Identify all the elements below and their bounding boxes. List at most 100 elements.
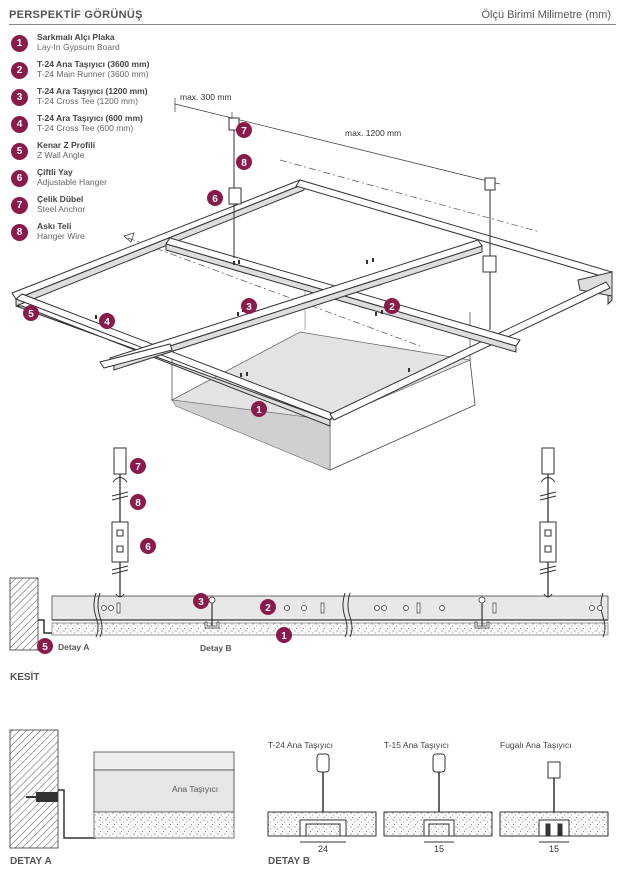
callout: 1 [276,627,292,643]
callout: 8 [130,494,146,510]
svg-text:1: 1 [281,631,287,642]
runner-rail [329,281,611,421]
svg-text:2: 2 [389,302,395,313]
svg-text:5: 5 [28,309,34,320]
unit-label: Ölçü Birimi Milimetre (mm) [481,9,611,21]
callout-badge: 7 [11,197,28,214]
callout-badge: 2 [11,62,28,79]
callout: 5 [23,305,39,321]
steel-anchor [541,447,555,475]
legend-en: T-24 Cross Tee (1200 mm) [37,96,138,106]
board-detail [93,811,235,839]
callout-badge: 5 [11,143,28,160]
wall-angle [38,619,56,634]
svg-text:7: 7 [135,462,141,473]
callout: 1 [251,401,267,417]
runner-rail [11,179,305,300]
svg-text:3: 3 [246,302,252,313]
detail-a-view: Ana Taşıyıcı DETAY A [9,729,235,867]
callout: 5 [37,638,53,654]
legend-tr: T-24 Ana Taşıyıcı (3600 mm) [37,59,150,69]
runner-rail [15,183,305,307]
callout-badge: 1 [11,35,28,52]
detail-b-view: T-24 Ana Taşıyıcı T-15 Ana Taşıyıcı Fuga… [267,740,609,867]
profile-width: 15 [434,844,444,854]
profile-name: T-24 Ana Taşıyıcı [268,740,333,750]
svg-text:5: 5 [42,642,48,653]
adjustable-hanger [539,521,557,563]
legend-tr: Sarkmalı Alçı Plaka [37,32,115,42]
legend-item: 2 T-24 Ana Taşıyıcı (3600 mm)T-24 Main Ru… [9,59,189,86]
svg-text:8: 8 [135,498,141,509]
steel-anchor [484,177,496,191]
runner-detail [93,769,235,813]
legend-tr: T-24 Ara Taşıyıcı (600 mm) [37,113,143,123]
legend-tr: Çelik Dübel [37,194,84,204]
main-runner-section [51,595,609,621]
runner-rail [295,179,613,279]
legend-en: Adjustable Hanger [37,177,107,187]
legend-en: Lay-In Gypsum Board [37,42,120,52]
callout: 2 [384,298,400,314]
callout-badge: 8 [11,224,28,241]
callout: 8 [236,154,252,170]
svg-text:6: 6 [145,542,151,553]
wall [9,577,39,651]
svg-text:8: 8 [241,158,247,169]
callout: 6 [207,190,223,206]
profile-width: 15 [549,844,559,854]
legend-tr: Çiftli Yay [37,167,73,177]
runner-label: Ana Taşıyıcı [172,784,218,794]
svg-text:1: 1 [256,405,262,416]
callout: 6 [140,538,156,554]
detail-a-title: DETAY A [10,856,52,867]
board-section [51,622,609,636]
legend-en: Steel Anchor [37,204,86,214]
callout: 7 [130,458,146,474]
hanger-assembly [539,447,557,598]
callout-badge: 6 [11,170,28,187]
header-rule [9,24,616,25]
callout: 3 [241,298,257,314]
profile-name: T-15 Ana Taşıyıcı [384,740,449,750]
steel-anchor [36,792,58,802]
legend-en: Z Wall Angle [37,150,85,160]
hanger-assembly [111,447,129,598]
dim-max300: max. 300 mm [180,92,232,102]
page-title: PERSPEKTİF GÖRÜNÜŞ [9,9,143,21]
callout: 3 [193,593,209,609]
profile-name: Fugalı Ana Taşıyıcı [500,740,572,750]
axis-line [279,159,541,233]
legend-tr: T-24 Ara Taşıyıcı (1200 mm) [37,86,148,96]
svg-text:7: 7 [241,126,247,137]
detail-b-title: DETAY B [268,856,310,867]
profile-t15 [383,753,493,843]
profile-fugali [499,761,609,843]
perspective-callouts: 7 8 6 3 2 4 5 1 [23,122,400,417]
legend-en: T-24 Main Runner (3600 mm) [37,69,149,79]
adjustable-hanger [111,521,129,563]
steel-anchor [113,447,127,475]
wall [9,729,59,849]
legend-item: 3 T-24 Ara Taşıyıcı (1200 mm)T-24 Cross T… [9,86,189,113]
section-title: KESİT [10,670,39,683]
callout: 2 [260,599,276,615]
detail-b-ref: Detay B [200,643,232,653]
wall-angle [58,789,96,839]
adjustable-hanger [228,187,242,205]
svg-text:3: 3 [198,597,204,608]
profile-t24 [267,753,377,843]
dim-max1200: max. 1200 mm [345,128,401,138]
svg-text:2: 2 [265,603,271,614]
callout-badge: 3 [11,89,28,106]
legend-tr: Kenar Z Profili [37,140,96,150]
section-view: 7 8 6 3 2 5 1 Detay A Detay B KESİT [9,447,609,683]
detail-a-ref: Detay A [58,642,89,652]
